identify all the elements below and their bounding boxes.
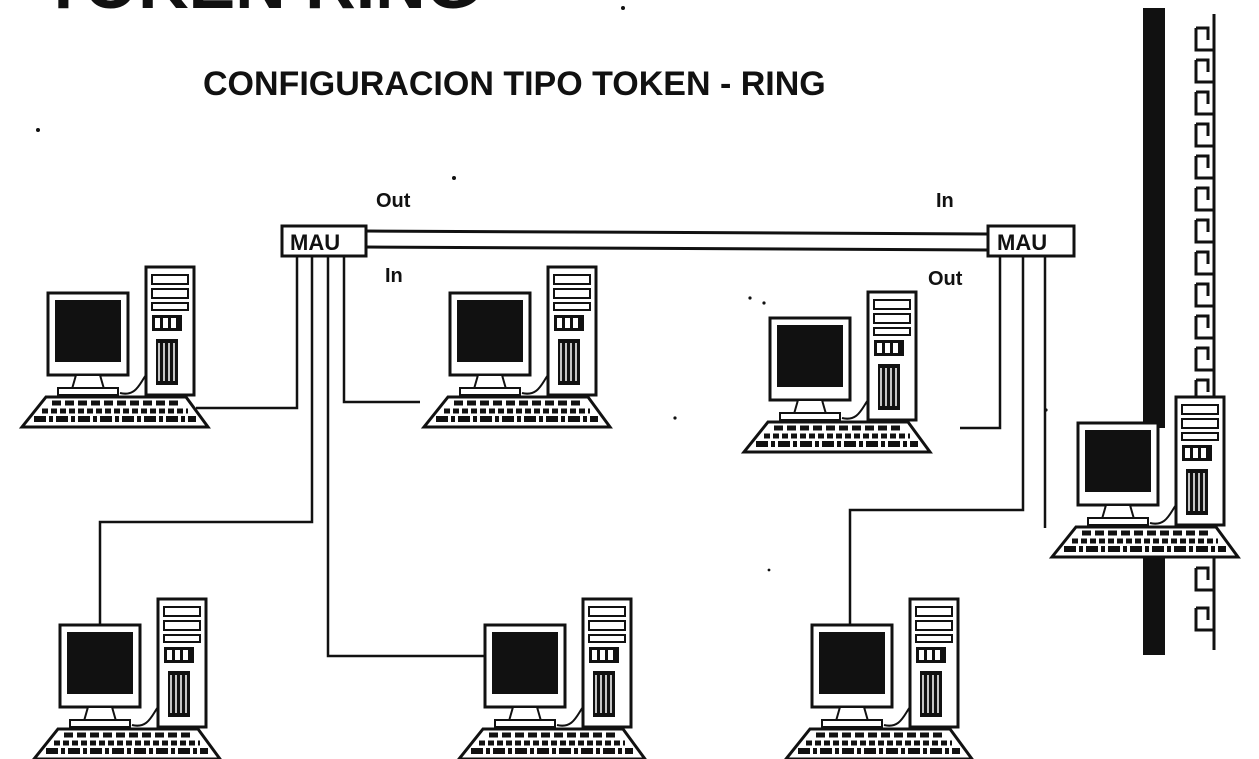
mau-right-label: MAU [997,230,1047,255]
workstation-2 [424,267,610,427]
cable-ws-4 [98,256,314,627]
workstation-3 [744,292,930,452]
mau-right-in-label: In [936,190,954,212]
print-specks [36,6,1048,572]
page-title: TOKEN RING [42,0,480,23]
workstation-5 [459,599,645,759]
mau-right-out-label: Out [928,268,963,290]
diagram-subtitle: CONFIGURACION TIPO TOKEN - RING [203,65,826,103]
cable-ws-6 [848,256,1025,630]
mau-left-in-label: In [385,265,403,287]
mau-left-label: MAU [290,230,340,255]
mau-right: MAU [986,224,1076,258]
cable-ws-1 [196,256,299,410]
mau-left-out-label: Out [376,190,411,212]
ring-trunk-cable [364,229,989,252]
workstation-6 [786,599,972,759]
workstation-1 [22,267,208,427]
cable-ws-2 [342,256,420,404]
workstation-4 [34,599,220,759]
mau-left: MAU [280,224,368,258]
cable-ws-3 [960,256,1002,430]
cable-ws-5 [326,256,490,658]
